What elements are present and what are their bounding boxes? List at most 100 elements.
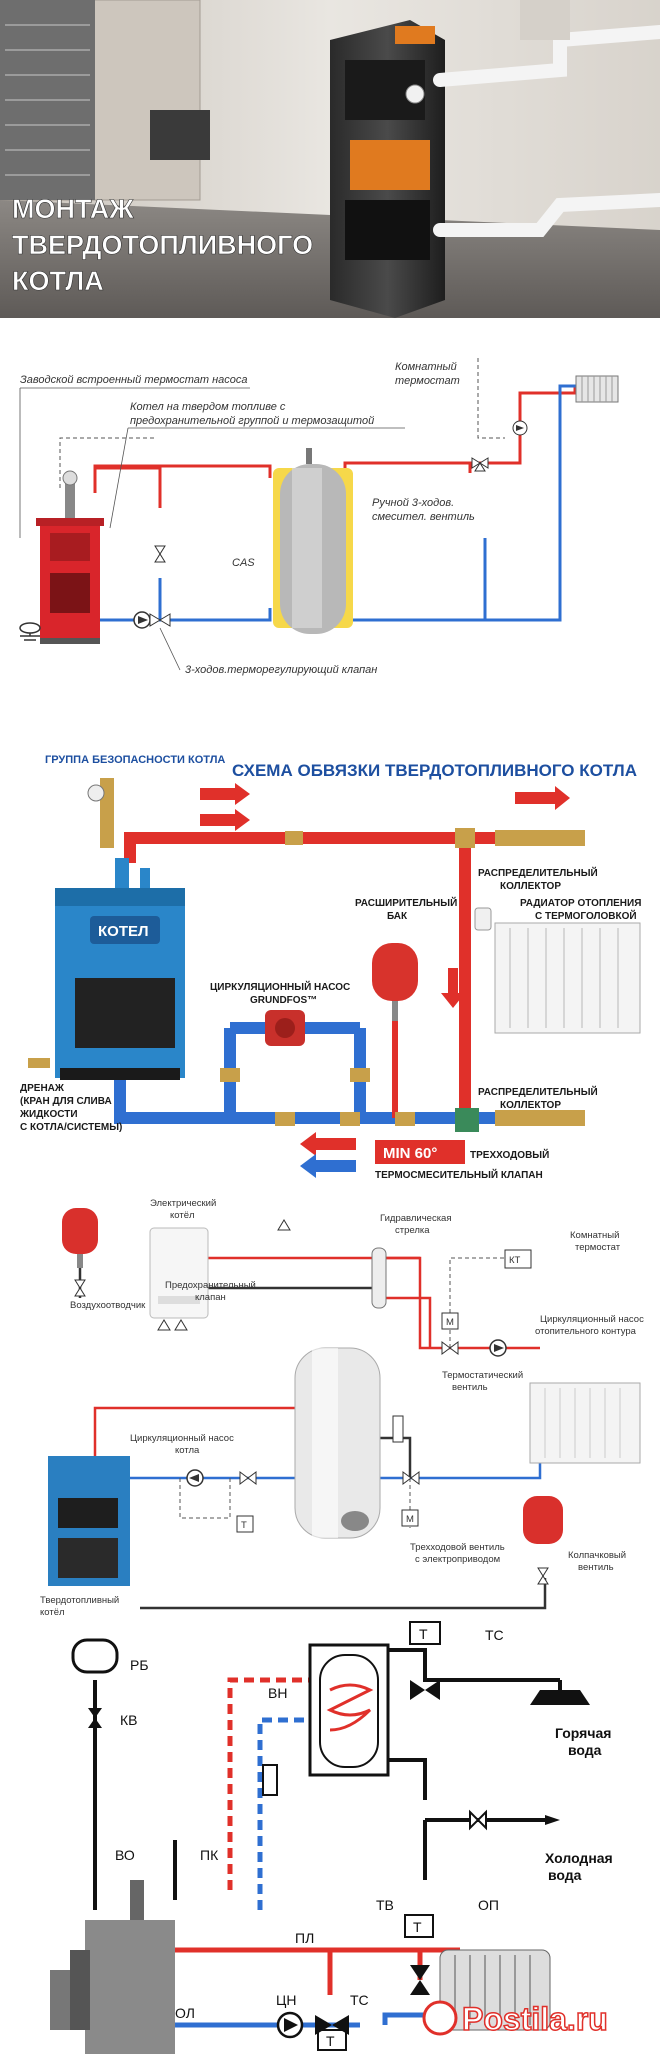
pump-boiler-3	[186, 1469, 204, 1487]
label-cold-2: вода	[548, 1867, 582, 1883]
label-kt: КТ	[509, 1255, 521, 1266]
banner-title-2: ТВЕРДОТОПЛИВНОГО	[12, 230, 313, 260]
label-thermo-valve: 3-ходов.терморегулирующий клапан	[185, 664, 377, 676]
thermostat-wire-1	[59, 358, 505, 488]
label-t3: T	[326, 2033, 335, 2049]
blue-boiler	[55, 778, 185, 1080]
solid-boiler-3	[48, 1456, 130, 1586]
label-boiler-kotel: КОТЕЛ	[98, 923, 149, 940]
schematic-3-panel: Электрический котёл Гидравлическая стрел…	[0, 1188, 660, 1620]
label-hydro-2: стрелка	[395, 1225, 430, 1236]
boxes-3	[236, 1249, 532, 1533]
label-t1: T	[419, 1626, 428, 1642]
label-op: ОП	[478, 1897, 499, 1913]
boiler-4	[50, 1880, 175, 2054]
label-air-vent: Воздухоотводчик	[70, 1300, 146, 1311]
electric-boiler	[149, 1227, 209, 1319]
label-boiler-1: Котел на твердом топливе с	[130, 401, 286, 413]
ground-symbol	[19, 622, 41, 641]
label-radiator-2: С ТЕРМОГОЛОВКОЙ	[535, 909, 637, 922]
label-collector-bottom-1: РАСПРЕДЕЛИТЕЛЬНЫЙ	[478, 1085, 598, 1098]
label-ts-bottom: ТС	[350, 1992, 369, 2008]
exp-tank-3	[62, 1208, 98, 1297]
label-room-thermostat-2: термостат	[395, 375, 460, 387]
label-ts-top: ТС	[485, 1627, 504, 1643]
cas-tank	[273, 448, 353, 634]
label-pump-heat-1: Циркуляционный насос	[540, 1314, 644, 1325]
valves-4	[315, 1680, 440, 2035]
label-ol: ОЛ	[175, 2005, 195, 2021]
label-hot-1: Горячая	[555, 1725, 611, 1741]
banner-title-1: МОНТАЖ	[12, 194, 134, 224]
boiler-photo	[330, 20, 445, 318]
banner-title-3: КОТЛА	[12, 266, 104, 296]
schematic-2-panel: СХЕМА ОБВЯЗКИ ТВЕРДОТОПЛИВНОГО КОТЛА ГРУ…	[0, 728, 660, 1188]
label-solid-boiler-2: котёл	[40, 1607, 65, 1618]
label-electric-boiler-2: котёл	[170, 1210, 195, 1221]
small-box	[150, 110, 210, 160]
label-boiler-2: предохранительной группой и термозащитой	[130, 415, 374, 427]
radiator-2	[474, 907, 641, 1034]
radiator-3	[529, 1382, 641, 1464]
label-cap-valve-1: Колпачковый	[568, 1550, 626, 1561]
label-min60: MIN 60°	[383, 1145, 437, 1162]
label-pk: ПК	[200, 1847, 219, 1863]
label-cap-valve-2: вентиль	[578, 1562, 614, 1573]
label-m2: M	[406, 1514, 414, 1525]
label-hydro-1: Гидравлическая	[380, 1213, 451, 1224]
label-collector-bottom-2: КОЛЛЕКТОР	[500, 1100, 561, 1111]
min60-badge	[375, 1140, 465, 1164]
valve-vertical-1	[154, 545, 166, 563]
storage-tank-3	[294, 1347, 381, 1539]
label-manual-valve-1: Ручной 3-ходов.	[372, 497, 454, 509]
brass-valves	[28, 828, 479, 1132]
label-exp-tank-2: БАК	[387, 911, 408, 922]
label-room-thermostat-1: Комнатный	[395, 361, 457, 373]
boiler-red	[36, 470, 104, 644]
label-cold-1: Холодная	[545, 1850, 613, 1866]
schematic-4-panel: ВН ТС T Горячая вода РБ КВ Холодная вода…	[0, 1620, 660, 2054]
label-hot-2: вода	[568, 1742, 602, 1758]
label-t: T	[241, 1520, 247, 1531]
label-pl: ПЛ	[295, 1930, 314, 1946]
label-collector-top-1: РАСПРЕДЕЛИТЕЛЬНЫЙ	[478, 866, 598, 879]
exp-tank-3b	[523, 1496, 563, 1585]
label-factory-thermostat: Заводской встроенный термостат насоса	[20, 374, 248, 386]
label-three-way-3-1: Трехходовой вентиль	[410, 1542, 505, 1553]
valves-3	[239, 1341, 459, 1485]
label-drain-3: ЖИДКОСТИ	[19, 1109, 78, 1120]
label-vo: ВО	[115, 1847, 135, 1863]
shower-icon	[530, 1680, 590, 1705]
pump-heat-3	[489, 1339, 507, 1357]
label-cas: CAS	[232, 557, 255, 569]
sensor-boxes-4	[262, 1621, 441, 2051]
label-vn: ВН	[268, 1685, 287, 1701]
hydraulic-separator	[371, 1247, 387, 1309]
label-drain-1: ДРЕНАЖ	[20, 1083, 65, 1094]
label-tsn: ЦН	[276, 1992, 296, 2008]
label-pump-boiler-2: котла	[175, 1445, 200, 1456]
label-collector-top-2: КОЛЛЕКТОР	[500, 881, 561, 892]
label-three-way-3-2: с электроприводом	[415, 1554, 500, 1565]
label-manual-valve-2: смесител. вентиль	[372, 511, 475, 523]
label-room-thermo-1: Комнатный	[570, 1230, 619, 1241]
mixing-valve-1	[471, 420, 528, 472]
hot-pipes-1	[93, 386, 577, 508]
label-safety-valve-1: Предохранительный	[165, 1280, 256, 1291]
schematic-2: СХЕМА ОБВЯЗКИ ТВЕРДОТОПЛИВНОГО КОТЛА ГРУ…	[0, 728, 660, 1188]
label-safety-group: ГРУППА БЕЗОПАСНОСТИ КОТЛА	[45, 754, 225, 766]
tap-icon	[469, 1809, 560, 1831]
label-three-way-2: ТЕРМОСМЕСИТЕЛЬНЫЙ КЛАПАН	[375, 1168, 543, 1181]
pipes-photo	[433, 25, 660, 237]
water-heater-4	[308, 1643, 390, 1777]
exp-tank-4	[71, 1638, 119, 1728]
label-solid-boiler-1: Твердотопливный	[40, 1595, 119, 1606]
schematic-3: Электрический котёл Гидравлическая стрел…	[0, 1188, 660, 1620]
label-pump-1: ЦИРКУЛЯЦИОННЫЙ НАСОС	[210, 980, 350, 993]
label-safety-valve-2: клапан	[195, 1292, 226, 1303]
label-three-way-1: ТРЕХХОДОВЫЙ	[470, 1148, 549, 1161]
flow-arrows	[200, 783, 570, 1178]
label-radiator-1: РАДИАТОР ОТОПЛЕНИЯ	[520, 898, 641, 909]
pump-1	[133, 611, 171, 629]
label-thermo-valve-2: вентиль	[452, 1382, 488, 1393]
